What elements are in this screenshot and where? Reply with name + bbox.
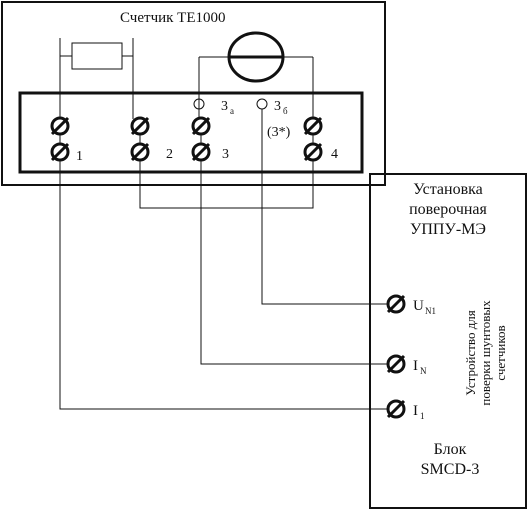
terminal-block [18, 91, 364, 174]
aux-contact-3b [256, 98, 268, 110]
device-label-line1: Устройство для [463, 310, 478, 396]
terminal-2 [130, 116, 150, 162]
block-title: Блок [434, 441, 467, 458]
terminal-un1-sub: N1 [425, 306, 436, 316]
label-3b: 3 [274, 99, 281, 114]
label-3-star: (3*) [267, 125, 291, 140]
terminal-i1-label: I [413, 403, 418, 419]
label-3b-sub: б [283, 106, 288, 116]
label-3a-sub: а [230, 106, 234, 116]
installation-title-1: Установка [413, 181, 483, 198]
device-label-line2: поверки шунтовых [478, 300, 493, 406]
wire-1-to-i1 [59, 160, 388, 410]
terminal-in [386, 354, 406, 374]
terminal-i1-sub: 1 [420, 411, 425, 421]
terminal-un1 [386, 294, 406, 314]
label-3a: 3 [221, 99, 228, 114]
shunt-resistor [71, 42, 123, 70]
meter-title: Счетчик ТЕ1000 [120, 10, 226, 26]
installation-title-2: поверочная [409, 201, 487, 218]
jumper-wire-2-4 [139, 160, 314, 209]
terminal-i1 [386, 399, 406, 419]
wire-3-to-in [200, 160, 388, 365]
terminal-label-3: 3 [222, 147, 229, 162]
block-model: SMCD-3 [421, 461, 480, 478]
terminal-label-2: 2 [166, 147, 173, 162]
installation-box [369, 173, 527, 509]
terminal-label-4: 4 [331, 147, 338, 162]
terminal-in-sub: N [420, 366, 427, 376]
installation-title-3: УППУ-МЭ [410, 221, 486, 238]
terminal-label-1: 1 [76, 149, 83, 164]
terminal-1 [50, 116, 70, 162]
terminal-in-label: I [413, 358, 418, 374]
aux-contact-3a [193, 98, 205, 110]
terminal-un1-label: U [413, 298, 424, 314]
meter-housing [1, 1, 386, 186]
terminal-4 [303, 116, 323, 162]
wire-3b-to-un1 [261, 109, 388, 305]
terminal-3 [191, 116, 211, 162]
device-label-line3: счетчиков [493, 325, 508, 380]
